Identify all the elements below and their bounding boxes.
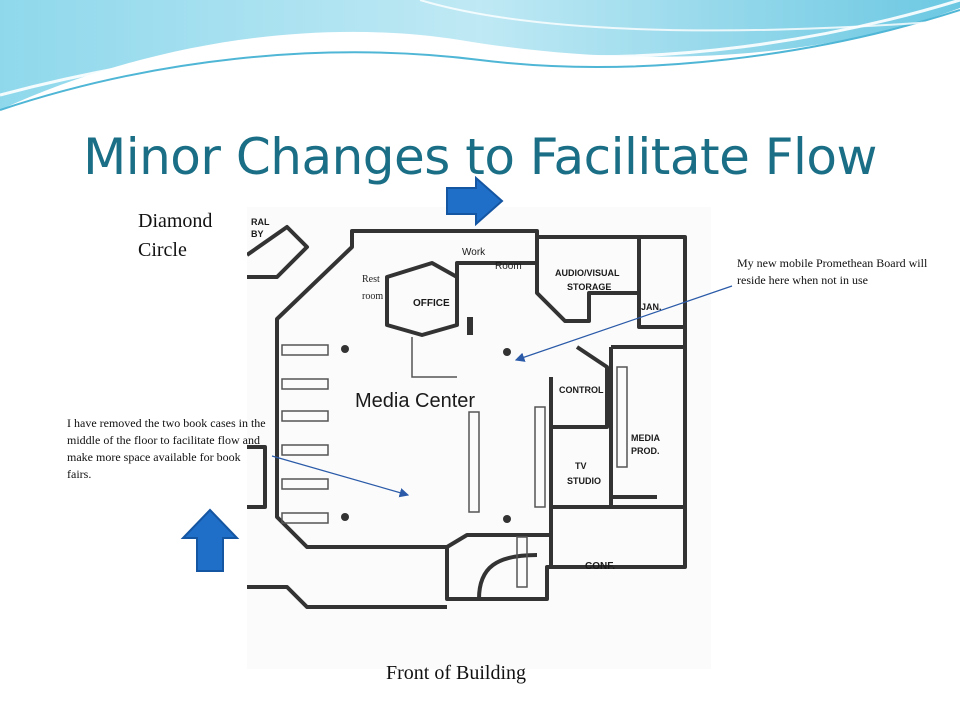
media-prod-label-1: MEDIA bbox=[631, 433, 661, 443]
outer-wall bbox=[275, 229, 687, 601]
header-wave bbox=[0, 0, 960, 111]
note-promethean: My new mobile Promethean Board will resi… bbox=[737, 256, 928, 287]
slide-title: Minor Changes to Facilitate Flow bbox=[83, 128, 877, 186]
av-label-2: STORAGE bbox=[567, 282, 611, 292]
restroom-label-1: Rest bbox=[362, 274, 380, 285]
front-of-building-label: Front of Building bbox=[386, 662, 527, 684]
arrow-up-icon bbox=[180, 508, 240, 572]
note-bookcases: I have removed the two book cases in the… bbox=[67, 416, 266, 481]
office-label: OFFICE bbox=[413, 298, 450, 309]
jan-label: JAN. bbox=[641, 302, 662, 312]
tv-label-1: TV bbox=[575, 461, 587, 471]
work-label: Work bbox=[462, 247, 486, 258]
entry-vestibule bbox=[445, 533, 551, 600]
lobby-label-1: RAL bbox=[251, 217, 270, 227]
arrow-right-icon bbox=[446, 176, 504, 226]
diamond-circle-label: Diamond Circle bbox=[138, 210, 213, 261]
av-label-1: AUDIO/VISUAL bbox=[555, 268, 620, 278]
room-label: Room bbox=[495, 261, 522, 272]
lobby-label-2: BY bbox=[251, 229, 264, 239]
tv-label-2: STUDIO bbox=[567, 476, 601, 486]
floor-plan: Media Center OFFICE Work Room Rest room … bbox=[247, 207, 711, 669]
restroom-label-2: room bbox=[362, 291, 383, 302]
conf-label: CONF. bbox=[585, 561, 615, 572]
media-center-label: Media Center bbox=[355, 390, 475, 412]
control-label: CONTROL bbox=[559, 385, 604, 395]
media-prod-label-2: PROD. bbox=[631, 446, 660, 456]
office-wall bbox=[385, 261, 459, 337]
